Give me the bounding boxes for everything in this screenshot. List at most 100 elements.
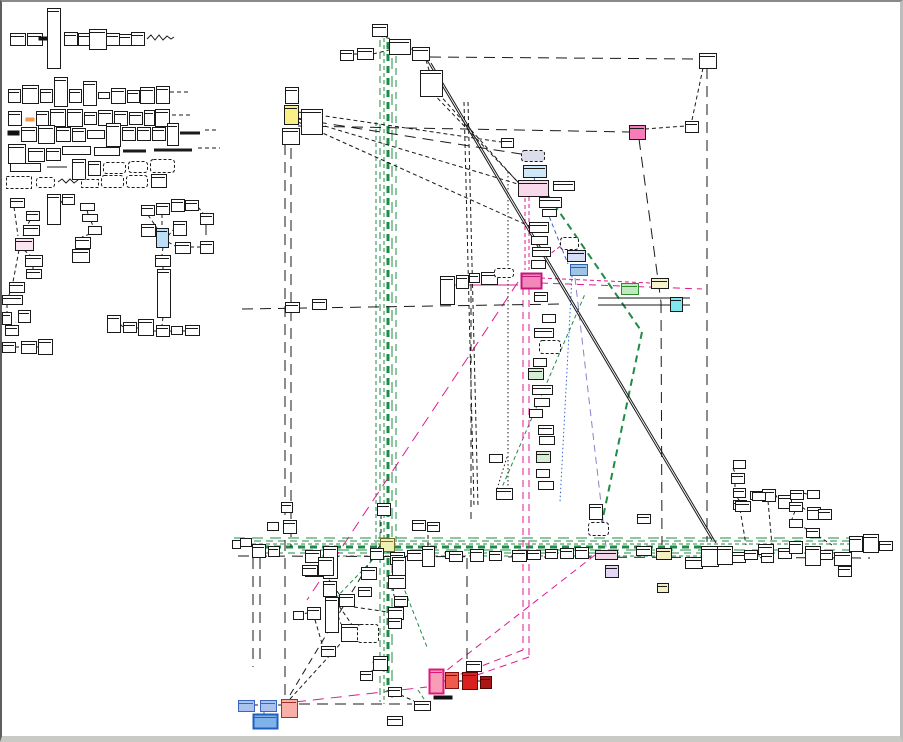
diagram-node[interactable]: [26, 269, 42, 279]
diagram-node[interactable]: [388, 575, 406, 589]
diagram-node[interactable]: [138, 319, 154, 336]
diagram-node[interactable]: [422, 546, 435, 567]
diagram-node[interactable]: [539, 340, 561, 354]
diagram-node[interactable]: [9, 282, 25, 293]
diagram-node[interactable]: [252, 544, 266, 558]
diagram-node[interactable]: [357, 48, 374, 60]
diagram-node[interactable]: [879, 541, 893, 551]
diagram-node[interactable]: [312, 299, 327, 310]
diagram-node[interactable]: [863, 534, 879, 553]
diagram-node[interactable]: [157, 269, 171, 318]
diagram-node[interactable]: [281, 502, 293, 513]
diagram-node[interactable]: [106, 33, 120, 46]
diagram-node[interactable]: [494, 268, 514, 278]
diagram-node[interactable]: [339, 594, 355, 607]
diagram-node[interactable]: [156, 86, 170, 104]
diagram-node[interactable]: [733, 460, 746, 469]
diagram-node[interactable]: [128, 161, 148, 173]
diagram-node[interactable]: [761, 553, 774, 563]
diagram-node[interactable]: [621, 283, 639, 295]
diagram-node[interactable]: [293, 611, 304, 620]
diagram-node[interactable]: [394, 596, 408, 607]
diagram-node[interactable]: [321, 646, 336, 657]
diagram-node[interactable]: [323, 581, 337, 597]
diagram-node[interactable]: [629, 125, 646, 140]
diagram-node[interactable]: [47, 8, 61, 69]
diagram-node[interactable]: [232, 540, 241, 549]
diagram-node[interactable]: [412, 47, 430, 61]
diagram-node[interactable]: [536, 451, 551, 463]
diagram-node[interactable]: [301, 109, 323, 135]
diagram-node[interactable]: [87, 130, 105, 139]
diagram-node[interactable]: [103, 162, 126, 174]
diagram-node[interactable]: [445, 672, 459, 689]
diagram-node[interactable]: [36, 177, 55, 188]
diagram-node[interactable]: [834, 552, 852, 566]
diagram-node[interactable]: [412, 520, 426, 531]
diagram-node[interactable]: [36, 111, 49, 126]
diagram-node[interactable]: [361, 567, 377, 580]
diagram-node[interactable]: [240, 538, 252, 547]
diagram-node[interactable]: [98, 110, 113, 126]
diagram-node[interactable]: [62, 146, 91, 155]
diagram-node[interactable]: [260, 700, 277, 712]
diagram-node[interactable]: [849, 536, 863, 552]
diagram-node[interactable]: [570, 264, 588, 276]
diagram-node[interactable]: [480, 676, 492, 689]
diagram-node[interactable]: [26, 211, 40, 221]
diagram-node[interactable]: [637, 514, 651, 524]
diagram-node[interactable]: [388, 687, 402, 697]
diagram-node[interactable]: [545, 549, 558, 559]
diagram-node[interactable]: [2, 295, 23, 305]
diagram-node[interactable]: [28, 148, 45, 162]
diagram-node[interactable]: [56, 127, 71, 142]
diagram-node[interactable]: [122, 127, 136, 141]
diagram-node[interactable]: [532, 385, 553, 395]
diagram-node[interactable]: [733, 488, 746, 498]
diagram-node[interactable]: [123, 322, 137, 333]
diagram-node[interactable]: [54, 77, 68, 107]
diagram-node[interactable]: [567, 250, 586, 262]
diagram-node[interactable]: [8, 111, 22, 126]
diagram-node[interactable]: [699, 53, 717, 69]
diagram-node[interactable]: [88, 161, 101, 176]
diagram-node[interactable]: [94, 147, 120, 156]
diagram-node[interactable]: [531, 260, 546, 269]
diagram-node[interactable]: [496, 488, 513, 500]
diagram-node[interactable]: [469, 273, 480, 283]
diagram-node[interactable]: [50, 109, 66, 127]
diagram-node[interactable]: [10, 33, 26, 46]
diagram-node[interactable]: [302, 565, 318, 576]
diagram-node[interactable]: [131, 32, 145, 46]
diagram-node[interactable]: [428, 668, 445, 695]
diagram-node[interactable]: [372, 24, 388, 37]
diagram-node[interactable]: [636, 546, 652, 556]
diagram-node[interactable]: [685, 121, 699, 133]
diagram-node[interactable]: [553, 181, 575, 191]
diagram-node[interactable]: [46, 148, 61, 161]
diagram-node[interactable]: [427, 522, 440, 532]
diagram-node[interactable]: [173, 221, 187, 236]
diagram-node[interactable]: [171, 199, 185, 212]
diagram-node[interactable]: [388, 607, 404, 620]
diagram-node[interactable]: [538, 481, 554, 490]
diagram-node[interactable]: [72, 128, 86, 142]
diagram-node[interactable]: [373, 656, 388, 671]
diagram-node[interactable]: [489, 454, 503, 463]
diagram-node[interactable]: [420, 70, 443, 97]
diagram-node[interactable]: [8, 89, 21, 103]
diagram-node[interactable]: [281, 699, 298, 718]
diagram-node[interactable]: [267, 522, 279, 531]
diagram-node[interactable]: [532, 247, 551, 257]
diagram-node[interactable]: [534, 292, 548, 302]
diagram-node[interactable]: [111, 88, 126, 104]
diagram-node[interactable]: [820, 550, 833, 560]
diagram-node[interactable]: [200, 241, 214, 254]
diagram-node[interactable]: [407, 550, 423, 561]
diagram-node[interactable]: [589, 504, 603, 520]
diagram-node[interactable]: [167, 123, 179, 146]
diagram-node[interactable]: [539, 436, 555, 445]
diagram-node[interactable]: [806, 528, 820, 538]
diagram-node[interactable]: [651, 278, 669, 289]
